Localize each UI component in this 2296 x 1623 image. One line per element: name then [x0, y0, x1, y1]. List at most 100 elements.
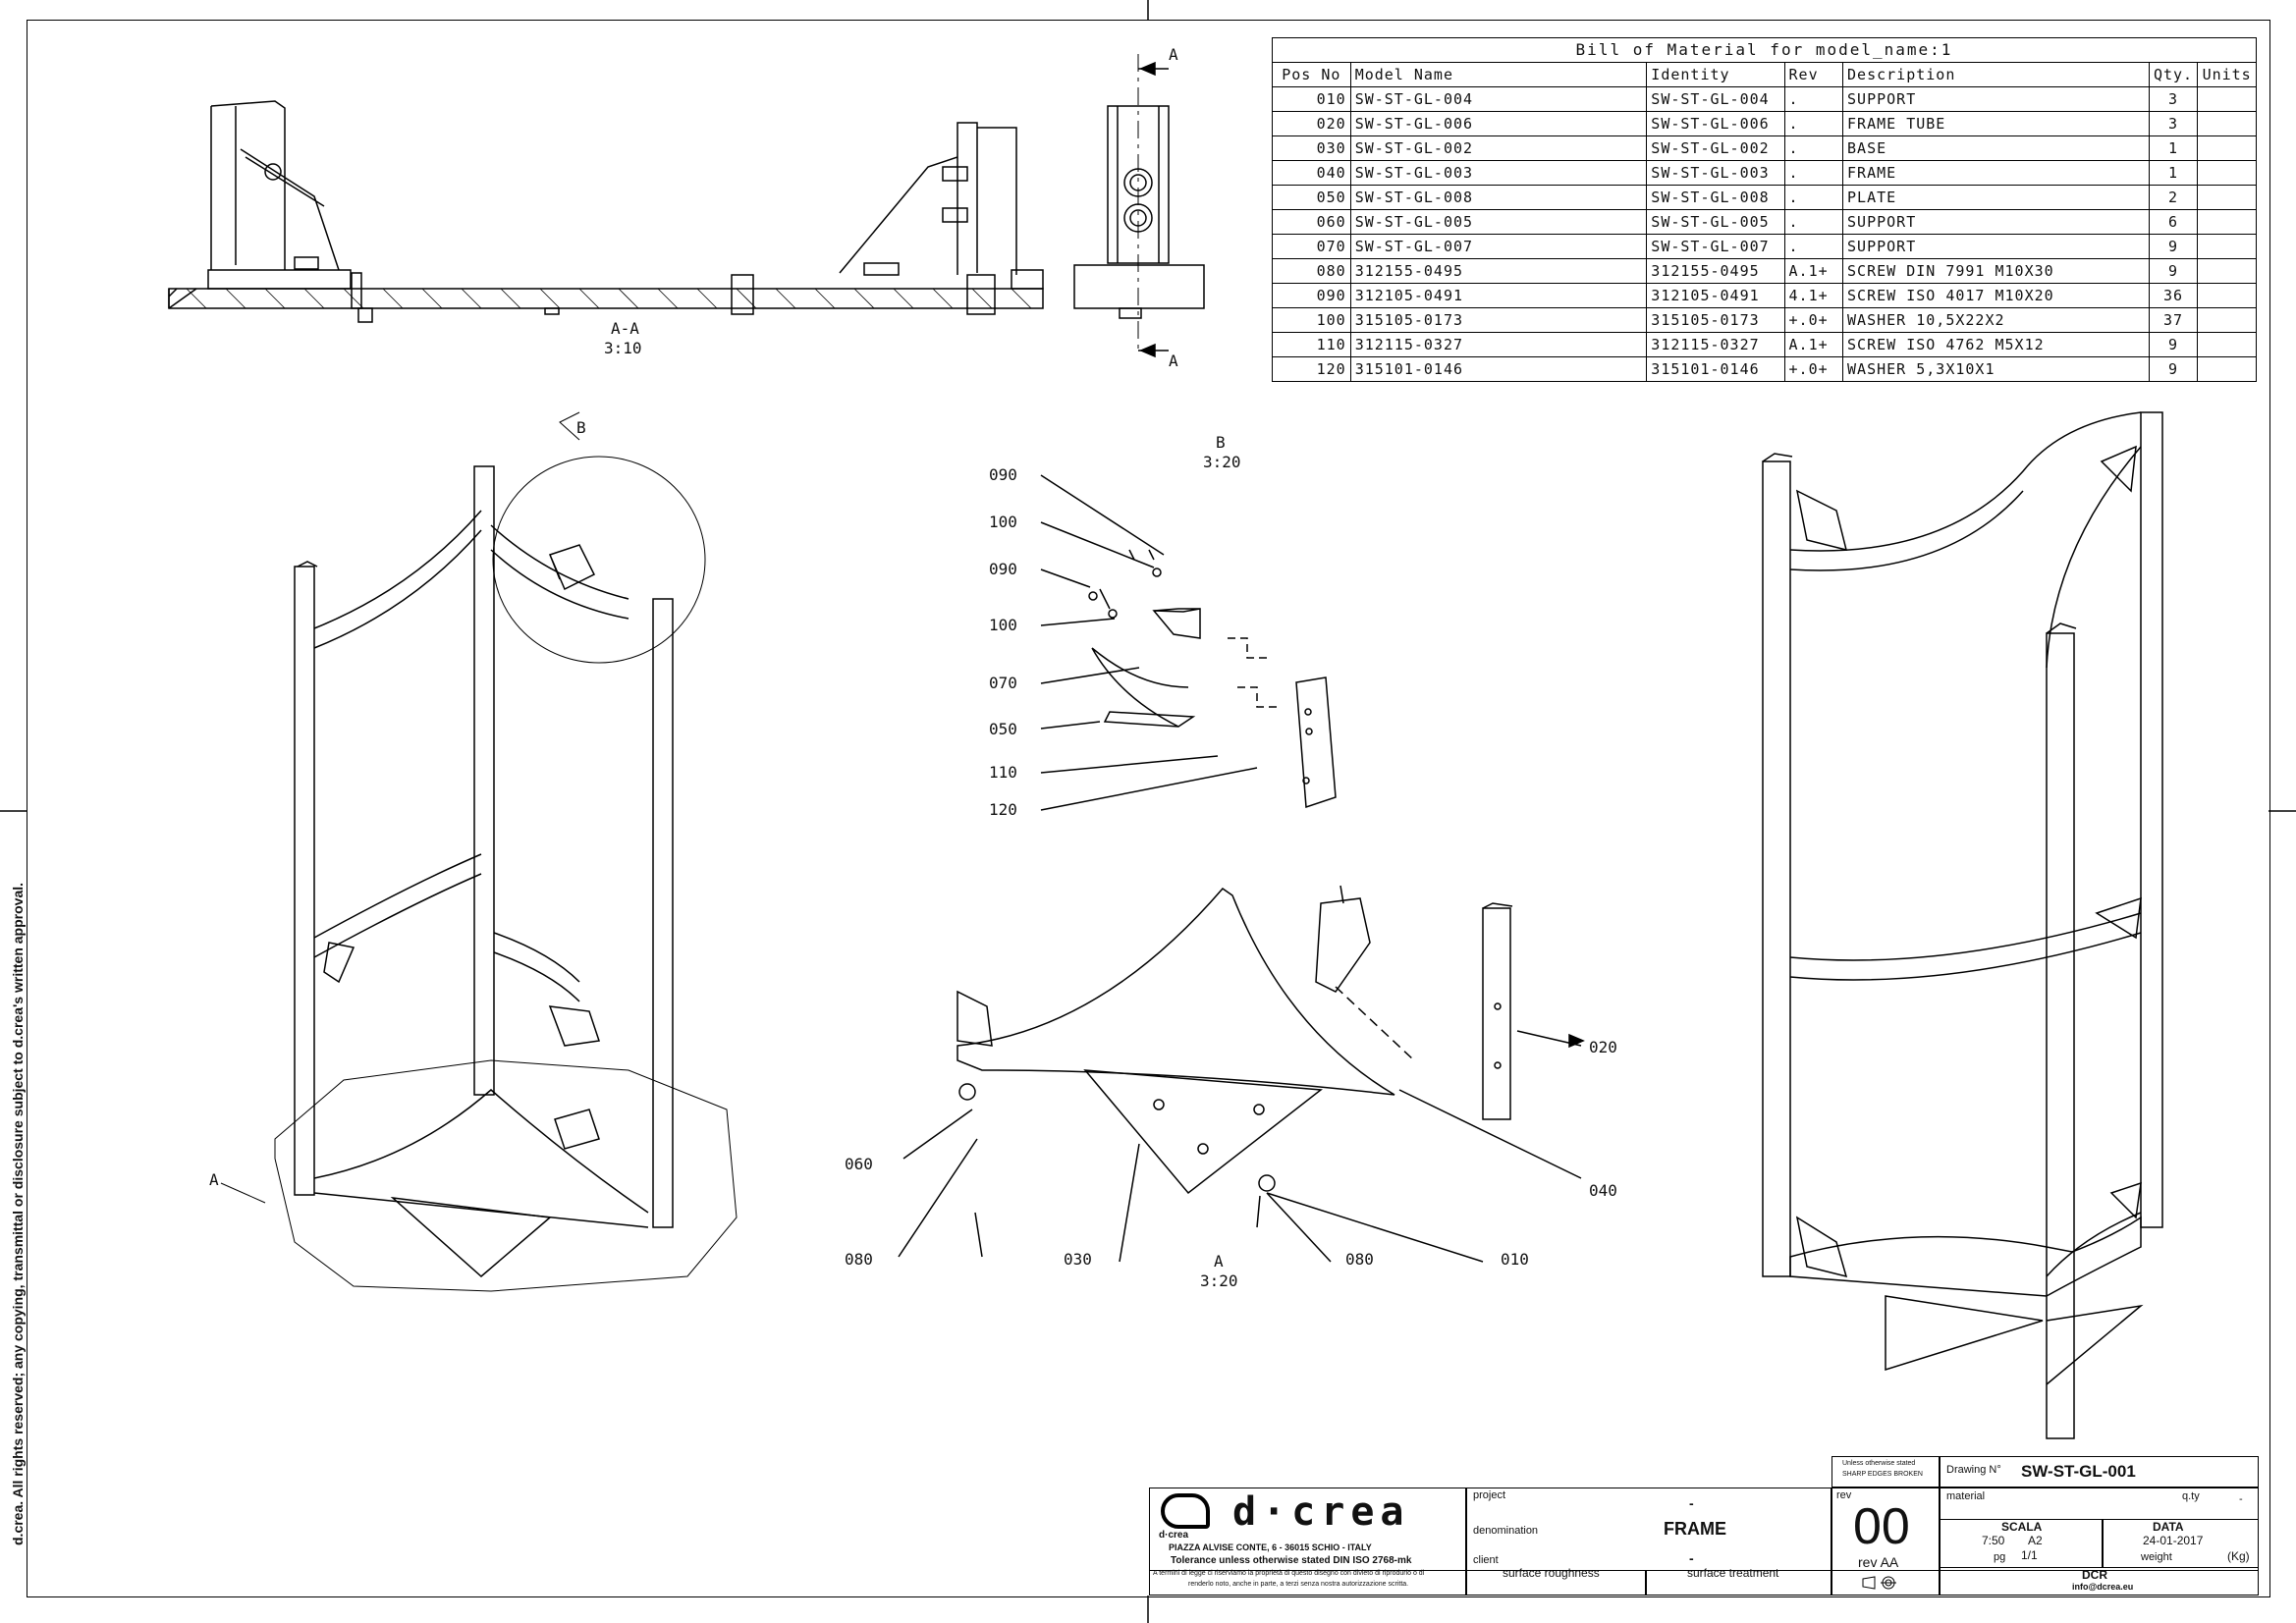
balloon-090: 090	[989, 560, 1017, 578]
bom-cell-units	[2197, 160, 2257, 186]
detail-b-label: B	[1216, 433, 1226, 452]
iso-frame-right	[1762, 411, 2163, 1439]
balloon-110: 110	[989, 763, 1017, 782]
balloon-070: 070	[989, 674, 1017, 692]
section-arrow-label-top: A	[1169, 45, 1178, 64]
iso-ref-a: A	[209, 1170, 219, 1189]
bom-cell-identity: SW-ST-GL-005	[1646, 209, 1785, 235]
detail-a-exploded	[898, 885, 1585, 1263]
bom-cell-identity: 315105-0173	[1646, 307, 1785, 333]
bom-cell-model: SW-ST-GL-008	[1349, 185, 1648, 210]
bom-cell-qty: 9	[2148, 332, 2199, 357]
bom-cell-identity: SW-ST-GL-002	[1646, 135, 1785, 161]
bom-cell-model: SW-ST-GL-002	[1349, 135, 1648, 161]
bom-cell-pos: 090	[1272, 283, 1351, 308]
bom-cell-description: BASE	[1842, 135, 2150, 161]
title-block-bottom-strip	[1149, 1570, 2259, 1596]
rev-label: rev	[1836, 1489, 1852, 1501]
bom-cell-rev: A.1+	[1783, 258, 1844, 284]
bom-cell-model: 312155-0495	[1349, 258, 1648, 284]
iso-frame-left	[220, 411, 738, 1292]
bom-cell-rev: .	[1783, 86, 1844, 112]
copyright-notice: d.crea. All rights reserved; any copying…	[10, 882, 26, 1545]
bom-cell-description: FRAME TUBE	[1842, 111, 2150, 136]
bom-cell-qty: 9	[2148, 356, 2199, 382]
company-name: DCR	[2082, 1568, 2107, 1582]
bom-cell-rev: A.1+	[1783, 332, 1844, 357]
bom-cell-model: 312115-0327	[1349, 332, 1648, 357]
bom-cell-qty: 3	[2148, 86, 2199, 112]
balloon-040: 040	[1589, 1181, 1617, 1200]
bom-cell-model: 315105-0173	[1349, 307, 1648, 333]
balloon-020: 020	[1589, 1038, 1617, 1056]
company-email: info@dcrea.eu	[2072, 1582, 2134, 1592]
denomination-value: FRAME	[1664, 1519, 1726, 1539]
weight-unit: (Kg)	[2227, 1549, 2250, 1563]
bom-header-qty: Qty.	[2148, 62, 2199, 87]
bom-header-rev: Rev	[1783, 62, 1844, 87]
drawing-no-label: Drawing N°	[1946, 1464, 2001, 1476]
bom-cell-units	[2197, 135, 2257, 161]
bom-cell-units	[2197, 283, 2257, 308]
bom-cell-units	[2197, 307, 2257, 333]
bom-cell-rev: 4.1+	[1783, 283, 1844, 308]
bom-cell-description: SCREW DIN 7991 M10X30	[1842, 258, 2150, 284]
bom-cell-units	[2197, 332, 2257, 357]
bom-cell-identity: 315101-0146	[1646, 356, 1785, 382]
pg-value: 1/1	[2021, 1548, 2038, 1562]
denomination-label: denomination	[1473, 1525, 1539, 1537]
bom-cell-pos: 030	[1272, 135, 1351, 161]
bom-cell-qty: 37	[2148, 307, 2199, 333]
data-label: DATA	[2153, 1520, 2184, 1534]
dcrea-logo-sub: d·crea	[1159, 1530, 1189, 1541]
bom-cell-model: SW-ST-GL-003	[1349, 160, 1648, 186]
scala-divider	[2102, 1519, 2104, 1568]
legal-note-1: A termini di legge ci riserviamo la prop…	[1153, 1570, 1425, 1577]
bom-title: Bill of Material for model_name:1	[1272, 37, 2257, 62]
bom-cell-pos: 010	[1272, 86, 1351, 112]
scala-row	[1940, 1519, 2259, 1568]
bom-cell-description: WASHER 10,5X22X2	[1842, 307, 2150, 333]
iso-ref-b: B	[576, 418, 586, 437]
bom-cell-identity: 312155-0495	[1646, 258, 1785, 284]
section-scale-aa: 3:10	[604, 339, 642, 357]
balloon-080: 080	[845, 1250, 873, 1269]
rev-aa-label: rev AA	[1858, 1554, 1899, 1570]
bom-cell-description: PLATE	[1842, 185, 2150, 210]
bom-header-description: Description	[1842, 62, 2150, 87]
detail-b-scale: 3:20	[1203, 453, 1241, 471]
bom-cell-qty: 1	[2148, 135, 2199, 161]
bom-cell-model: 315101-0146	[1349, 356, 1648, 382]
bill-of-material-table: Bill of Material for model_name:1 Pos No…	[1272, 37, 2257, 382]
bom-cell-description: SUPPORT	[1842, 234, 2150, 259]
scala-value: 7:50	[1982, 1534, 2005, 1547]
bom-cell-rev: .	[1783, 234, 1844, 259]
bom-header-row: Pos No Model Name Identity Rev Descripti…	[1272, 62, 2257, 87]
bom-cell-description: WASHER 5,3X10X1	[1842, 356, 2150, 382]
tolerance-note: Tolerance unless otherwise stated DIN IS…	[1171, 1555, 1412, 1566]
bom-cell-qty: 1	[2148, 160, 2199, 186]
balloon-010: 010	[1501, 1250, 1529, 1269]
bom-cell-units	[2197, 86, 2257, 112]
section-view-aa	[168, 100, 1044, 323]
bom-cell-rev: +.0+	[1783, 307, 1844, 333]
title-block: d·crea d·crea PIAZZA ALVISE CONTE, 6 - 3…	[1149, 1456, 2259, 1596]
bom-header-units: Units	[2197, 62, 2257, 87]
balloon-090: 090	[989, 465, 1017, 484]
bom-cell-identity: SW-ST-GL-008	[1646, 185, 1785, 210]
bom-cell-model: SW-ST-GL-006	[1349, 111, 1648, 136]
bom-cell-identity: SW-ST-GL-004	[1646, 86, 1785, 112]
rev-value: 00	[1853, 1498, 1910, 1555]
balloon-100: 100	[989, 616, 1017, 634]
data-value: 24-01-2017	[2143, 1534, 2204, 1547]
material-label: material	[1946, 1490, 1986, 1502]
bom-cell-rev: .	[1783, 111, 1844, 136]
